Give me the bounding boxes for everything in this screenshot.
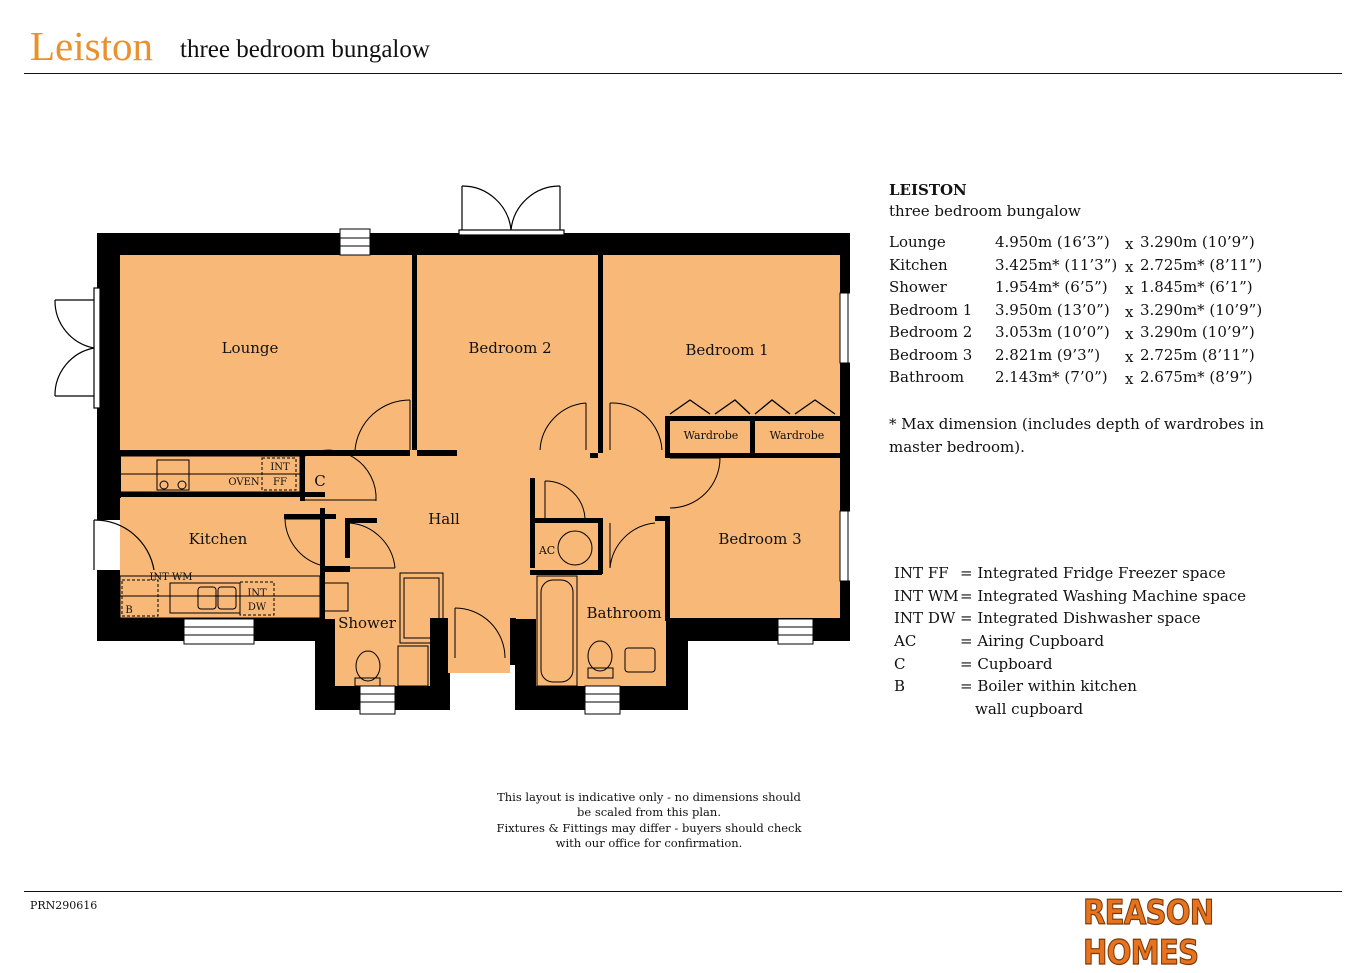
external-doors [54, 185, 565, 571]
room-label-hall: Hall [428, 510, 460, 528]
page-title: Leiston [30, 23, 153, 69]
legend-description: = Cupboard [960, 654, 1053, 673]
dimension-length: 3.950m (13’0”) [995, 300, 1110, 319]
legend-description: = Airing Cupboard [960, 632, 1105, 651]
dimension-width: 3.290m* (10’9”) [1140, 300, 1263, 319]
dimension-room: Bedroom 1 [889, 300, 973, 319]
internal-doors [284, 399, 721, 659]
windows [183, 228, 850, 715]
dimension-width: 3.290m (10’9”) [1140, 323, 1255, 341]
int-dw-label-line-1: INT [247, 588, 267, 599]
spec-house-type: three bedroom bungalow [889, 201, 1081, 220]
room-label-bathroom: Bathroom [586, 604, 661, 622]
disclaimer-line: This layout is indicative only - no dime… [497, 790, 801, 804]
dimension-room: Shower [889, 278, 947, 296]
dimension-separator: x [1125, 325, 1134, 343]
room-label-kitchen: Kitchen [189, 530, 248, 548]
int-wm-label: INT WM [149, 572, 192, 583]
dimension-length: 4.950m (16’3”) [995, 233, 1110, 251]
dimension-room: Bedroom 3 [889, 345, 973, 364]
dimension-length: 3.053m (10’0”) [995, 323, 1110, 341]
legend-description: = Boiler within kitchen [960, 677, 1137, 696]
room-label-bedroom-1: Bedroom 1 [685, 341, 768, 359]
legend-code: INT FF [894, 564, 949, 582]
dimension-room: Lounge [889, 233, 946, 251]
dimension-length: 2.821m (9’3”) [995, 345, 1101, 364]
sanitary-fixtures [354, 530, 656, 687]
disclaimer-line: be scaled from this plan. [577, 805, 721, 820]
wardrobe-label-2: Wardrobe [770, 429, 825, 442]
dimension-width: 2.675m* (8’9”) [1140, 368, 1253, 386]
dimension-width: 2.725m (8’11”) [1140, 345, 1255, 364]
wardrobe-doors [669, 399, 836, 415]
legend-description: = Integrated Washing Machine space [960, 586, 1247, 605]
cupboard-label: C [314, 472, 325, 490]
spec-heading: LEISTON three bedroom bungalow [889, 179, 1081, 220]
dimension-length: 3.425m* (11’3”) [995, 255, 1118, 274]
legend-description: = Integrated Dishwasher space [960, 609, 1201, 628]
legend-code: INT WM [894, 586, 959, 605]
int-ff-label-line-1: INT [270, 462, 290, 473]
dimension-separator: x [1125, 257, 1134, 276]
dimension-width: 2.725m* (8’11”) [1140, 255, 1263, 274]
legend-code: C [894, 654, 906, 673]
legend-description-continued: wall cupboard [975, 700, 1084, 719]
dimension-separator: x [1125, 280, 1134, 298]
dimension-length: 2.143m* (7’0”) [995, 368, 1108, 386]
airing-cupboard-label: AC [538, 544, 555, 557]
wardrobe-label-1: Wardrobe [684, 429, 739, 442]
legend-code: INT DW [894, 609, 956, 628]
dimension-room: Kitchen [889, 255, 948, 274]
disclaimer-line: Fixtures & Fittings may differ - buyers … [496, 820, 802, 835]
dimension-width: 3.290m (10’9”) [1140, 233, 1255, 251]
footer-rule [24, 891, 1342, 892]
disclaimer: This layout is indicative only - no dime… [450, 790, 848, 851]
int-dw-label-line-2: DW [248, 602, 267, 613]
page-subtitle: three bedroom bungalow [180, 36, 430, 63]
oven-label: OVEN [228, 477, 260, 488]
int-ff-label-line-2: FF [273, 477, 287, 488]
kitchen-units [119, 455, 349, 619]
spec-house-name: LEISTON [889, 181, 967, 199]
room-floors [120, 255, 840, 686]
dimension-room: Bathroom [889, 368, 965, 386]
plan-reference: PRN290616 [30, 899, 98, 912]
dimension-length: 1.954m* (6’5”) [995, 278, 1108, 296]
dimension-room: Bedroom 2 [889, 323, 973, 341]
room-labels: Lounge Bedroom 2 Bedroom 1 Hall Kitchen … [189, 339, 802, 632]
dimension-separator: x [1125, 370, 1134, 388]
header-rule [24, 73, 1342, 74]
dimension-separator: x [1125, 302, 1134, 321]
room-label-shower: Shower [338, 614, 397, 632]
legend-code: B [894, 677, 906, 696]
legend-description: = Integrated Fridge Freezer space [960, 564, 1226, 582]
max-dimension-note: * Max dimension (includes depth of wardr… [889, 415, 1265, 456]
room-label-bedroom-3: Bedroom 3 [718, 530, 801, 548]
floor-plan: Lounge Bedroom 2 Bedroom 1 Hall Kitchen … [54, 185, 850, 715]
dimension-separator: x [1125, 235, 1134, 253]
internal-walls [120, 255, 840, 625]
room-label-bedroom-2: Bedroom 2 [468, 339, 551, 357]
fixture-labels: Wardrobe Wardrobe OVEN INT FF C INT DW I… [125, 429, 824, 616]
dimension-width: 1.845m* (6’1”) [1140, 278, 1253, 296]
room-label-lounge: Lounge [222, 339, 279, 357]
legend-code: AC [894, 632, 917, 651]
boiler-label: B [125, 605, 132, 616]
dimension-separator: x [1125, 347, 1134, 366]
disclaimer-line: with our office for confirmation. [555, 835, 743, 850]
brand-logo: REASON HOMES [1082, 892, 1214, 973]
